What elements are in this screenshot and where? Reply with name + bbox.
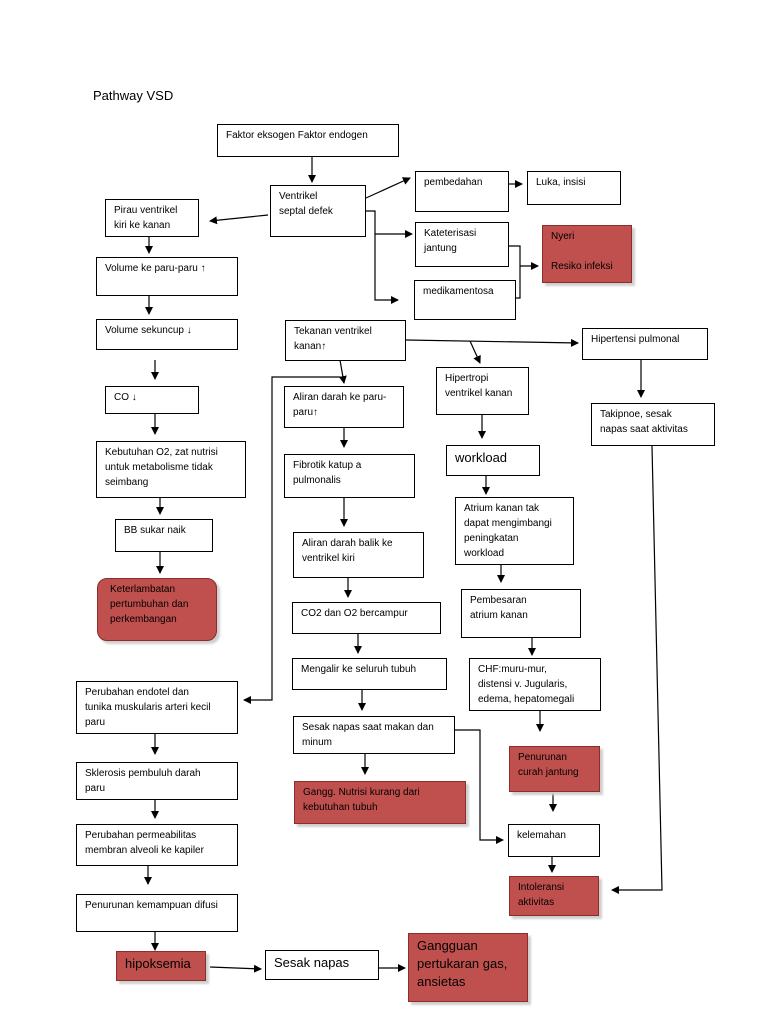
node-hipertropi: Hipertropi ventrikel kanan: [436, 367, 529, 415]
node-bb: BB sukar naik: [115, 519, 213, 552]
node-kelemahan: kelemahan: [508, 824, 600, 857]
node-volume-sekuncup: Volume sekuncup ↓: [96, 319, 238, 350]
node-volume-paru: Volume ke paru-paru ↑: [96, 257, 238, 296]
node-hipoksemia: hipoksemia: [116, 951, 206, 981]
node-workload: workload: [446, 445, 540, 476]
node-sesak-napas: Sesak napas: [265, 950, 379, 980]
node-atrium: Atrium kanan tak dapat mengimbangi penin…: [455, 497, 574, 565]
node-takipnoe: Takipnoe, sesak napas saat aktivitas: [591, 403, 715, 446]
arrow-vsd-pembedahan: [365, 177, 411, 199]
node-tekanan: Tekanan ventrikel kanan↑: [285, 320, 406, 361]
node-kebutuhan: Kebutuhan O2, zat nutrisi untuk metaboli…: [96, 441, 246, 498]
node-vsd: Ventrikel septal defek: [270, 185, 366, 237]
node-sklerosis: Sklerosis pembuluh darah paru: [76, 762, 238, 800]
node-perubahan-endotel: Perubahan endotel dan tunika muskularis …: [76, 681, 238, 734]
node-gangguan-pertukaran: Gangguan pertukaran gas, ansietas: [408, 933, 528, 1002]
node-perubahan-permeabilitas: Perubahan permeabilitas membran alveoli …: [76, 824, 238, 866]
arrow-takipnoe-intoleransi: [611, 445, 663, 894]
node-sesak-makan: Sesak napas saat makan dan minum: [293, 716, 455, 754]
arrow-tekanan-hipertropi: [469, 340, 481, 364]
node-pembedahan: pembedahan: [415, 171, 509, 212]
node-hipertensi: Hipertensi pulmonal: [582, 328, 708, 360]
node-co: CO ↓: [105, 386, 199, 414]
node-kateterisasi: Kateterisasi jantung: [415, 222, 509, 267]
node-pembesaran: Pembesaran atrium kanan: [461, 589, 581, 638]
bracket-to-nyeri: [508, 245, 521, 299]
node-luka: Luka, insisi: [527, 171, 621, 205]
arrow-tekanan-endotel: [243, 376, 340, 704]
node-co2: CO2 dan O2 bercampur: [292, 602, 441, 634]
node-chf: CHF:muru-mur, distensi v. Jugularis, ede…: [469, 658, 601, 711]
node-pirau: Pirau ventrikel kiri ke kanan: [105, 199, 199, 237]
node-fibrotik: Fibrotik katup a pulmonalis: [284, 454, 415, 498]
node-penurunan-curah: Penurunan curah jantung: [509, 746, 600, 792]
arrow-sesak-kelemahan: [455, 729, 504, 844]
node-aliran-paru: Aliran darah ke paru- paru↑: [284, 386, 404, 428]
node-keterlambatan: Keterlambatan pertumbuhan dan perkembang…: [97, 578, 217, 641]
node-medikamentosa: medikamentosa: [414, 280, 516, 320]
arrow-vsd-medikamentosa: [366, 210, 399, 304]
arrow-tekanan-hipertensi: [405, 338, 579, 347]
node-aliran-balik: Aliran darah balik ke ventrikel kiri: [293, 532, 424, 578]
arrow-vsd-pirau: [209, 214, 269, 225]
diagram-title: Pathway VSD: [93, 88, 174, 103]
node-gangg-nutrisi: Gangg. Nutrisi kurang dari kebutuhan tub…: [294, 781, 466, 824]
node-mengalir: Mengalir ke seluruh tubuh: [292, 658, 447, 690]
node-faktor: Faktor eksogen Faktor endogen: [217, 124, 399, 157]
node-penurunan-difusi: Penurunan kemampuan difusi: [76, 894, 238, 932]
node-intoleransi: Intoleransi aktivitas: [509, 876, 599, 916]
node-nyeri: Nyeri Resiko infeksi: [542, 225, 632, 283]
